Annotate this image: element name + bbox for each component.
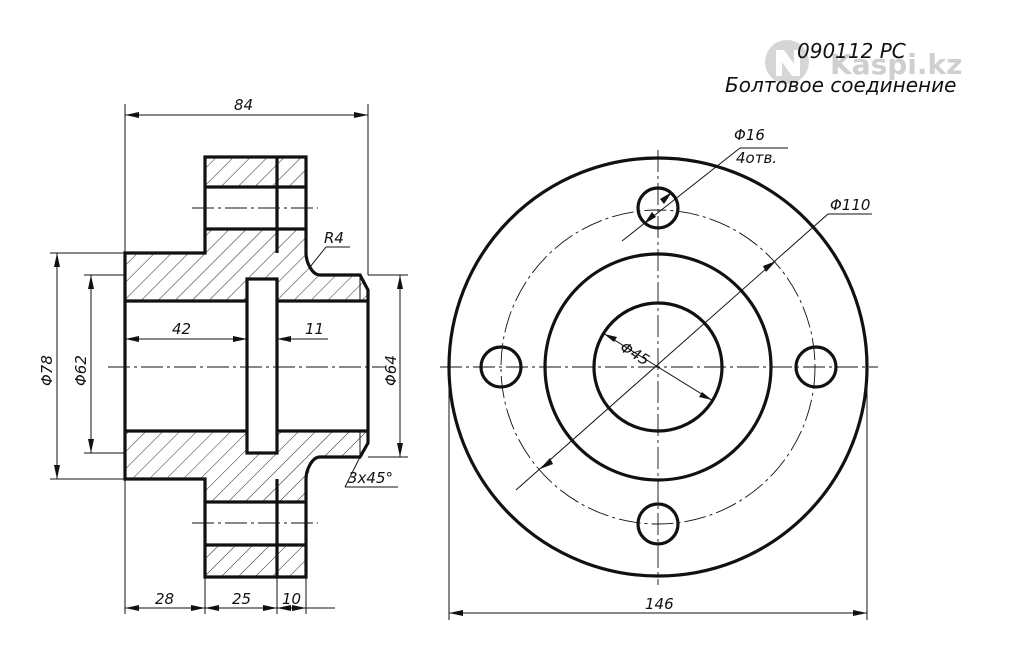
watermark: Kaspi.kz	[765, 40, 962, 84]
dim-outer-diameter: Φ78	[38, 355, 56, 386]
section-view	[108, 155, 385, 579]
watermark-text: Kaspi.kz	[830, 48, 962, 81]
section-outline	[123, 155, 370, 579]
section-dimensions: 84 42 11 R4 Φ78 Φ62 Φ64	[38, 96, 408, 614]
dim-flange-step: 10	[282, 590, 301, 608]
dim-hole-count: 4отв.	[736, 149, 777, 167]
drawing-name: Болтовое соединение	[725, 73, 956, 97]
dim-flange-diameter: 146	[645, 595, 674, 613]
kaspi-logo-icon	[765, 40, 809, 84]
dim-hub-diameter: Φ64	[382, 355, 400, 386]
dim-bolt-circle: Φ110	[830, 196, 870, 214]
dim-chamfer: 3x45°	[348, 469, 393, 487]
dim-bore-diameter: Φ62	[72, 355, 90, 386]
dim-bore-depth: 42	[172, 320, 191, 338]
dim-groove-width: 11	[305, 320, 324, 338]
dim-flange-width: 25	[232, 590, 251, 608]
front-view-dimensions: Φ16 4отв. Φ110 Φ45 146	[448, 126, 872, 620]
bolt-hole-bottom	[636, 502, 680, 546]
section-hatching	[125, 157, 368, 577]
drawing-code: 090112 РС	[797, 39, 906, 63]
dim-radius: R4	[324, 229, 344, 247]
dim-hole-diameter: Φ16	[734, 126, 765, 144]
dim-total-length: 84	[234, 96, 253, 114]
dim-hub-length: 28	[155, 590, 174, 608]
dim-center-bore: Φ45	[617, 338, 653, 369]
